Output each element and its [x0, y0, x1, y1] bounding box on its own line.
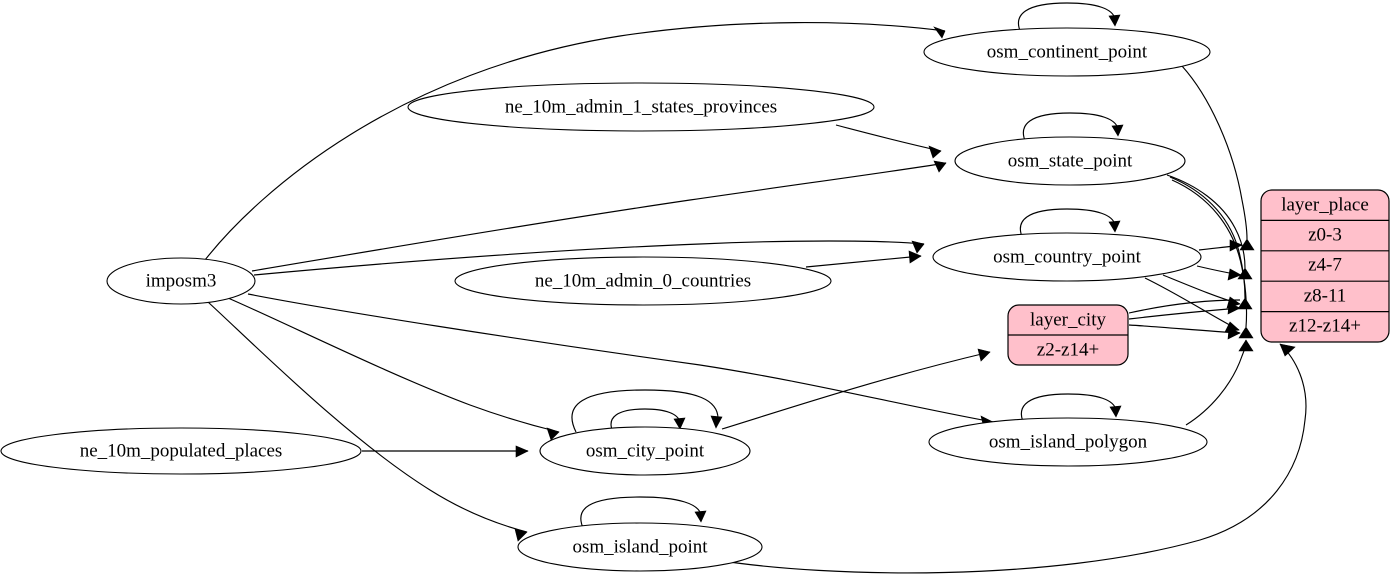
node-imposm3[interactable]: imposm3 [106, 257, 256, 305]
record-row-layer-place-z4-7[interactable]: z4-7 [1308, 254, 1342, 275]
edge-imposm3-to-osm-country-point [253, 240, 925, 276]
record-row-layer-place-z12-z14[interactable]: z12-z14+ [1289, 315, 1361, 336]
self-loop-osm-island-point [580, 496, 707, 531]
edge-layer-city-to-layer-place-secondary [1128, 299, 1241, 314]
record-row-layer-place-title: layer_place [1281, 194, 1369, 215]
edge-ne-populated-places-to-osm-city-point [361, 445, 529, 458]
node-label-imposm3: imposm3 [146, 270, 217, 291]
node-osm-country-point[interactable]: osm_country_point [932, 232, 1202, 282]
edge-osm-island-polygon-to-layer-place-z12-z14 [1185, 339, 1254, 426]
record-node-layer-city[interactable]: layer_city z2-z14+ [1007, 304, 1129, 366]
edge-osm-country-point-to-layer-place-z4-7 [1196, 265, 1242, 281]
self-loop-osm-city-point-inner [610, 408, 686, 433]
edge-imposm3-to-osm-island-polygon [247, 293, 994, 429]
edge-osm-state-point-to-layer-place-z8-11 [1169, 176, 1253, 310]
node-osm-state-point[interactable]: osm_state_point [954, 136, 1186, 186]
edge-osm-country-point-to-layer-place-z12-z14 [1144, 277, 1240, 333]
node-layer: imposm3 ne_10m_populated_places ne_10m_a… [0, 27, 1211, 572]
node-osm-continent-point[interactable]: osm_continent_point [923, 27, 1211, 77]
record-row-layer-place-z0-3[interactable]: z0-3 [1308, 224, 1342, 245]
record-node-layer: layer_place z0-3 z4-7 z8-11 z12-z14+ lay… [1007, 189, 1390, 366]
edge-imposm3-to-osm-continent-point [204, 22, 946, 261]
node-label-ne-10m-populated-places: ne_10m_populated_places [80, 440, 283, 461]
record-row-layer-city-z2-z14[interactable]: z2-z14+ [1037, 339, 1099, 360]
node-label-osm-country-point: osm_country_point [993, 246, 1141, 267]
node-label-osm-state-point: osm_state_point [1008, 150, 1133, 171]
edge-osm-island-point-to-layer-place-z12-z14 [715, 343, 1307, 574]
edge-layer [204, 2, 1307, 574]
node-osm-island-polygon[interactable]: osm_island_polygon [928, 417, 1208, 467]
node-label-osm-island-polygon: osm_island_polygon [989, 431, 1148, 452]
edge-osm-continent-point-to-layer-place-z0-3 [1181, 65, 1255, 251]
node-label-ne-10m-admin-0-countries: ne_10m_admin_0_countries [535, 270, 751, 291]
record-row-layer-place-z8-11[interactable]: z8-11 [1304, 285, 1347, 306]
record-row-layer-city-title: layer_city [1030, 309, 1106, 330]
self-loop-osm-continent-point [1017, 2, 1121, 34]
node-ne-10m-admin-0-countries[interactable]: ne_10m_admin_0_countries [454, 256, 832, 306]
record-node-layer-place[interactable]: layer_place z0-3 z4-7 z8-11 z12-z14+ [1260, 189, 1390, 343]
self-loop-osm-island-polygon [1020, 393, 1122, 425]
node-label-osm-island-point: osm_island_point [572, 536, 708, 557]
node-osm-city-point[interactable]: osm_city_point [539, 426, 751, 476]
edge-imposm3-to-osm-state-point [251, 160, 947, 272]
node-osm-island-point[interactable]: osm_island_point [517, 522, 763, 572]
edge-osm-state-point-to-layer-place-z12-z14 [1171, 179, 1254, 339]
edge-osm-country-point-to-layer-place-z0-3 [1198, 239, 1243, 252]
edge-imposm3-to-osm-city-point [227, 297, 560, 441]
node-label-osm-continent-point: osm_continent_point [987, 41, 1148, 62]
node-ne-10m-populated-places[interactable]: ne_10m_populated_places [0, 427, 362, 475]
self-loop-osm-city-point-outer [571, 389, 723, 433]
edge-layer-city-to-layer-place-z8-11 [1128, 302, 1241, 320]
node-ne-10m-admin-1-states-provinces[interactable]: ne_10m_admin_1_states_provinces [407, 82, 875, 132]
node-label-ne-10m-admin-1-states-provinces: ne_10m_admin_1_states_provinces [505, 96, 777, 117]
edge-ne-admin0-to-osm-country-point [805, 250, 922, 268]
self-loop-osm-state-point [1022, 112, 1124, 144]
edge-osm-state-point-to-layer-place-z4-7 [1166, 174, 1253, 280]
self-loop-osm-country-point [1019, 208, 1121, 240]
edge-osm-city-point-to-layer-city [721, 348, 991, 430]
edge-layer-city-to-layer-place-z12-z14 [1128, 324, 1241, 340]
node-label-osm-city-point: osm_city_point [586, 440, 705, 461]
edge-ne-admin1-to-osm-state-point [835, 124, 942, 159]
edge-imposm3-to-osm-island-point [207, 301, 528, 542]
